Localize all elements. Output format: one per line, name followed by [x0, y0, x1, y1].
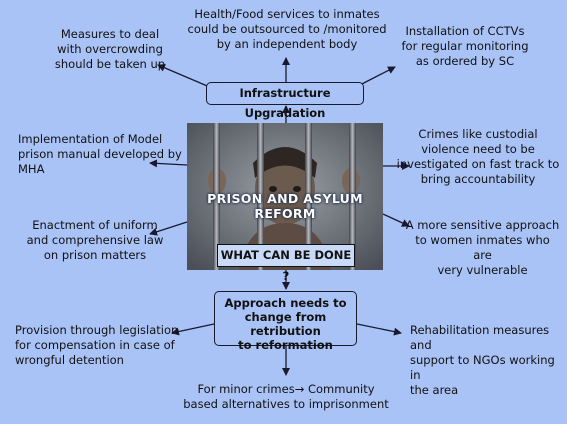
- node-health-food: Health/Food services to inmates could be…: [187, 7, 387, 51]
- center-question: WHAT CAN BE DONE ?: [217, 244, 355, 283]
- center-title: PRISON AND ASYLUM REFORM: [207, 191, 363, 221]
- arrow-to-rehabilitation: [356, 323, 402, 336]
- node-uniform-law: Enactment of uniform and comprehensive l…: [26, 218, 164, 262]
- hub-approach-reformation-label: Approach needs to change from retributio…: [224, 296, 347, 352]
- hub-infrastructure-upgradation: Infrastructure Upgradation: [206, 82, 364, 120]
- node-custodial-violence: Crimes like custodial violence need to b…: [396, 127, 560, 186]
- arrow-to-model-manual: [149, 159, 188, 168]
- node-overcrowding: Measures to deal with overcrowding shoul…: [54, 27, 166, 71]
- arrow-to-uniform-law: [149, 221, 188, 236]
- node-model-manual: Implementation of Model prison manual de…: [18, 132, 182, 176]
- node-women-inmates: A more sensitive approach to women inmat…: [405, 218, 560, 277]
- arrow-to-compensation: [171, 323, 215, 336]
- arrow-to-women-inmates: [382, 213, 410, 227]
- node-cctv: Installation of CCTVs for regular monito…: [401, 24, 529, 68]
- node-compensation: Provision through legislation for compen…: [15, 323, 179, 367]
- arrow-to-overcrowding: [157, 64, 213, 89]
- hub-approach-reformation: Approach needs to change from retributio…: [214, 291, 357, 352]
- node-rehabilitation: Rehabilitation measures and support to N…: [410, 323, 555, 397]
- node-minor-crimes: For minor crimes→ Community based altern…: [183, 382, 389, 411]
- prison-child-illustration: [187, 123, 383, 270]
